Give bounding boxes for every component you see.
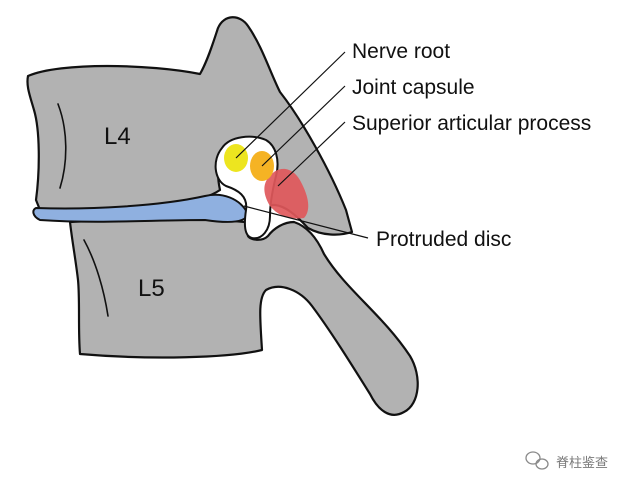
superior-articular-process-leader <box>277 121 346 187</box>
joint-capsule-leader <box>261 85 346 167</box>
nerve-root-label: Nerve root <box>352 40 450 63</box>
superior-articular-process <box>264 168 309 219</box>
nerve-root-leader <box>235 51 346 159</box>
l4-cortex-line <box>57 103 67 189</box>
l5-vertebra <box>68 217 419 416</box>
superior-articular-process-label: Superior articular process <box>352 112 591 135</box>
protruded-disc <box>32 193 249 223</box>
protruded-disc-leader <box>243 205 369 239</box>
joint-capsule-label: Joint capsule <box>352 76 475 99</box>
watermark-text: 脊柱鉴查 <box>556 456 608 471</box>
l5-label: L5 <box>138 275 165 302</box>
protruded-disc-label: Protruded disc <box>376 228 511 251</box>
l4-label: L4 <box>104 123 131 150</box>
watermark: 脊柱鉴查 <box>525 451 608 471</box>
l5-cortex-line <box>83 239 109 317</box>
wechat-icon <box>525 451 549 470</box>
